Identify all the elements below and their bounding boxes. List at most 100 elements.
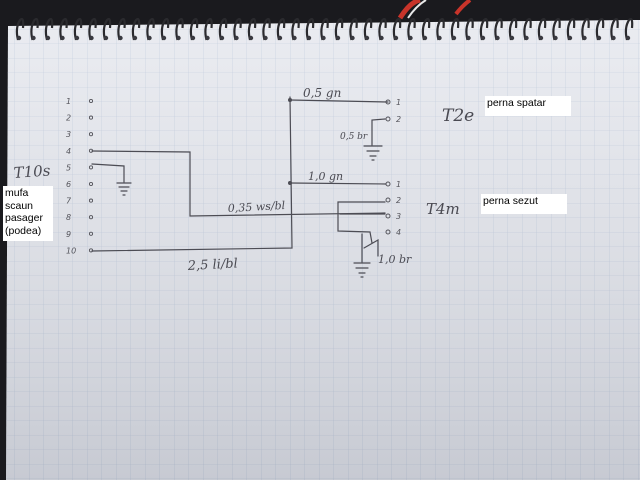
pin-terminal — [385, 213, 391, 219]
spiral-loop — [624, 17, 634, 41]
spiral-loop — [146, 17, 155, 41]
wire-labels: 0,5 gn 0,5 br 1,0 gn 0,35 ws/bl 1,0 br 2… — [186, 86, 412, 274]
label-ws-bl: 0,35 ws/bl — [227, 199, 285, 215]
pin-terminal — [385, 116, 391, 122]
label-mid-gn: 1,0 gn — [308, 170, 343, 183]
pin-number: 1 — [396, 98, 401, 107]
ground-symbol-t4m — [353, 262, 371, 278]
spiral-loop — [247, 17, 257, 41]
spiral-loop — [44, 17, 54, 41]
spiral-loop — [102, 17, 112, 41]
pin-number: 3 — [66, 130, 71, 139]
pin-terminal — [88, 198, 94, 203]
ground-symbol-t2e — [363, 145, 383, 161]
spiral-loop — [552, 17, 561, 41]
spiral-loop — [581, 17, 590, 41]
spiral-loop — [479, 17, 489, 41]
spiral-loop — [450, 17, 460, 41]
wire-mid-gn — [289, 182, 387, 185]
spiral-loop — [566, 17, 576, 41]
wire-pin4-to-t4m-2 — [91, 150, 386, 217]
pin-number: 4 — [396, 228, 401, 237]
pin-number: 1 — [396, 180, 401, 189]
pin-number: 1 — [66, 97, 71, 106]
label-bottom-br: 1,0 br — [378, 253, 412, 266]
note-mufa-line: mufa — [5, 187, 29, 199]
spiral-loop — [117, 17, 126, 41]
pin-number: 7 — [66, 197, 72, 206]
spiral-loop — [218, 17, 228, 41]
spiral-loop — [305, 17, 315, 41]
spiral-loop — [334, 17, 344, 41]
spiral-loop — [175, 17, 184, 41]
spiral-binding — [15, 17, 634, 41]
pin-number: 3 — [396, 212, 401, 221]
spiral-loop — [320, 17, 329, 41]
wire-top-gn — [289, 99, 389, 103]
pin-number: 6 — [66, 180, 71, 189]
spiral-loop — [204, 17, 213, 41]
spiral-loop — [407, 17, 416, 41]
notebook-page — [6, 20, 640, 480]
connector-t10s-label: T10s — [13, 161, 51, 182]
wire-pin5-ground — [91, 163, 125, 183]
spiral-loop — [30, 17, 39, 41]
spiral-loop — [508, 17, 518, 41]
spiral-loop — [262, 17, 271, 41]
spiral-loop — [349, 17, 358, 41]
note-perna-spatar: perna spatar — [485, 96, 571, 116]
note-mufa-line: pasager — [5, 212, 43, 224]
connector-t2e: T2e 12 — [385, 98, 474, 126]
spiral-loop — [378, 17, 387, 41]
connector-t4m-label: T4m — [426, 200, 460, 218]
pin-terminal — [385, 229, 391, 235]
label-li-bl: 2,5 li/bl — [186, 256, 238, 274]
pin-terminal — [88, 115, 94, 120]
cable-decoration — [397, 0, 472, 20]
spiral-loop — [392, 17, 402, 41]
label-top-br: 0,5 br — [340, 132, 368, 142]
spiral-loop — [436, 17, 445, 41]
spiral-loop — [595, 17, 605, 41]
connector-t4m-pins: 1 2 3 4 — [385, 180, 401, 237]
pin-terminal — [88, 132, 94, 137]
note-mufa-line: (podea) — [5, 224, 42, 237]
spiral-loop — [15, 17, 25, 41]
spiral-loop — [523, 17, 532, 41]
wiring — [91, 96, 389, 278]
connector-t2e-label: T2e — [442, 106, 474, 126]
spiral-loop — [59, 17, 68, 41]
pin-terminal — [88, 165, 94, 170]
spiral-loop — [131, 17, 141, 41]
spiral-loop — [537, 17, 547, 41]
pin-number: 2 — [66, 114, 71, 123]
spiral-loop — [494, 17, 503, 41]
wire-pin10 — [91, 96, 293, 252]
wire-t4m-bridge — [337, 201, 386, 244]
pin-number: 5 — [66, 163, 71, 172]
pin-number: 2 — [396, 196, 401, 205]
spiral-loop — [421, 17, 431, 41]
note-mufa-scaun: mufa scaun pasager (podea) — [3, 186, 53, 241]
pin-number: 4 — [66, 147, 71, 156]
spiral-loop — [465, 17, 474, 41]
spiral-loop — [160, 17, 170, 41]
pin-terminal — [88, 215, 94, 220]
label-top-gn: 0,5 gn — [303, 86, 341, 100]
spiral-loop — [363, 17, 373, 41]
pin-number: 8 — [66, 213, 71, 222]
spiral-loop — [233, 17, 242, 41]
note-perna-sezut: perna sezut — [481, 194, 567, 214]
spiral-loop — [73, 17, 83, 41]
wire-t2e-2-ground — [371, 118, 386, 146]
note-mufa-line: scaun — [5, 199, 34, 212]
spiral-loop — [291, 17, 300, 41]
spiral-loop — [189, 17, 199, 41]
pin-terminal — [385, 197, 391, 203]
spiral-loop — [276, 17, 286, 41]
pin-number: 10 — [66, 246, 76, 255]
pin-terminal — [88, 98, 94, 104]
